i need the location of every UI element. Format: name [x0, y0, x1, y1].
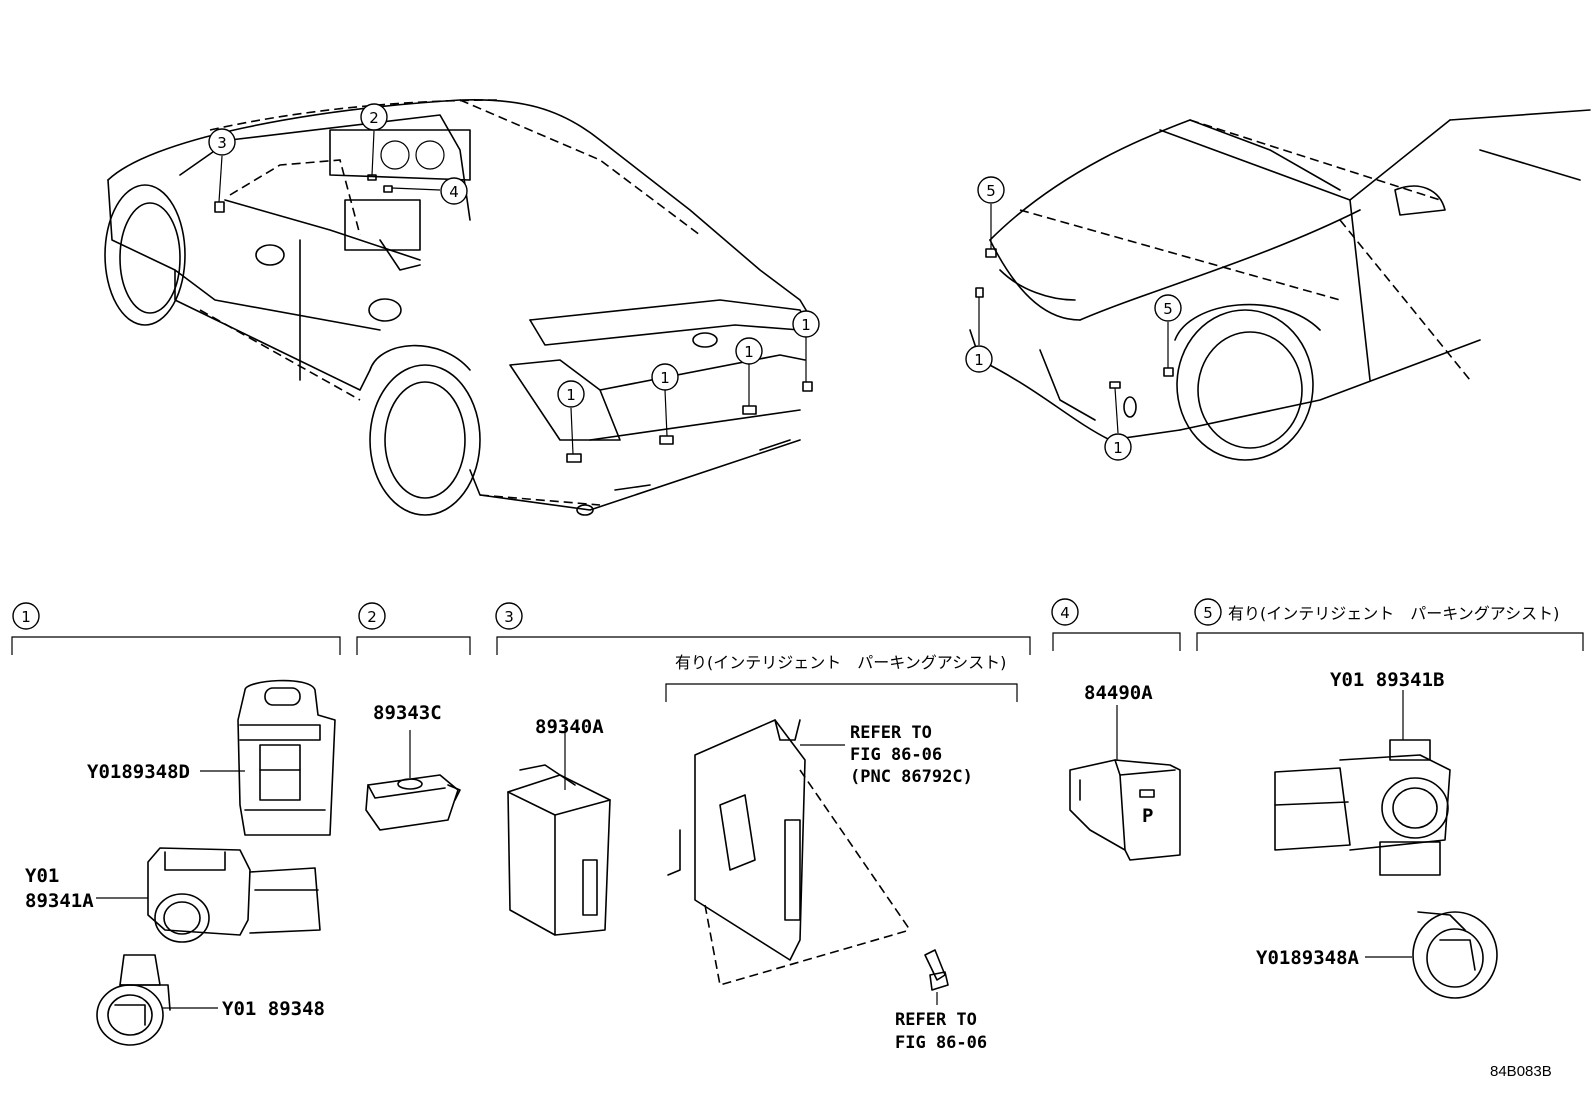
group-5-note: 有り(インテリジェント パーキングアシスト) [1228, 604, 1559, 623]
callout-front-5b: 5 [1154, 294, 1182, 322]
callout-rear-1d: 1 [792, 310, 820, 338]
group-3-sub-header: 有り(インテリジェント パーキングアシスト) [665, 653, 1018, 702]
callout-front-1a: 1 [965, 345, 993, 373]
label-y0189348d: Y0189348D [87, 761, 190, 783]
group-1-header: 1 [11, 602, 341, 655]
rear-car-illustration [104, 98, 813, 516]
callout-rear-1b: 1 [651, 363, 679, 391]
group-5-header: 5 有り(インテリジェント パーキングアシスト) [1194, 598, 1584, 651]
callout-front-5a: 5 [977, 176, 1005, 204]
callout-front-1b: 1 [1104, 433, 1132, 461]
svg-text:1: 1 [1113, 439, 1123, 457]
switch-p-label: P [1142, 805, 1153, 827]
callout-rear-4: 4 [440, 177, 468, 205]
svg-text:3: 3 [217, 134, 227, 152]
part-bolt [924, 949, 949, 991]
part-sensor-89341a [147, 847, 321, 943]
group-4-header: 4 [1051, 598, 1181, 651]
ref1-line2: FIG 86-06 [850, 745, 942, 765]
group-3-header: 3 [495, 602, 1031, 655]
svg-text:1: 1 [744, 343, 754, 361]
label-y0189348a: Y0189348A [1256, 947, 1360, 969]
label-y01-89341b: Y01 89341B [1330, 669, 1444, 691]
svg-text:1: 1 [660, 369, 670, 387]
front-car-illustration [969, 109, 1591, 461]
svg-text:3: 3 [504, 608, 514, 626]
part-sensor-89343c [365, 774, 461, 831]
ref2-line2: FIG 86-06 [895, 1033, 987, 1053]
svg-text:2: 2 [367, 608, 377, 626]
callout-rear-2: 2 [360, 103, 388, 131]
label-y01: Y01 [25, 865, 59, 887]
svg-text:5: 5 [1163, 300, 1173, 318]
part-holder-89348 [96, 954, 171, 1046]
svg-text:1: 1 [21, 608, 31, 626]
part-sensor-89341b [1274, 739, 1451, 876]
callout-rear-1a: 1 [557, 380, 585, 408]
svg-text:1: 1 [566, 386, 576, 404]
ref1-line1: REFER TO [850, 723, 932, 743]
svg-text:4: 4 [1060, 604, 1070, 622]
svg-text:4: 4 [449, 183, 459, 201]
part-module-89340a [507, 764, 611, 936]
label-89340a: 89340A [535, 716, 604, 738]
ref2-line1: REFER TO [895, 1010, 977, 1030]
group-2-header: 2 [356, 602, 471, 655]
callout-rear-1c: 1 [735, 337, 763, 365]
svg-text:2: 2 [369, 109, 379, 127]
group-3-sub-note: 有り(インテリジェント パーキングアシスト) [675, 653, 1006, 672]
svg-text:1: 1 [974, 351, 984, 369]
part-ecu-intelligent-assist [667, 719, 911, 987]
svg-text:1: 1 [801, 316, 811, 334]
diagram-code: 84B083B [1490, 1063, 1552, 1080]
label-84490a: 84490A [1084, 682, 1153, 704]
svg-text:5: 5 [986, 182, 996, 200]
ref1-line3: (PNC 86792C) [850, 767, 973, 787]
label-89343c: 89343C [373, 702, 442, 724]
callout-rear-3: 3 [208, 128, 236, 156]
part-bracket-89348d [237, 679, 336, 836]
label-y01-89348: Y01 89348 [222, 998, 325, 1020]
svg-text:5: 5 [1203, 604, 1213, 622]
part-holder-89348a [1412, 911, 1498, 999]
label-89341a: 89341A [25, 890, 94, 912]
part-switch-84490a: P [1069, 759, 1181, 861]
